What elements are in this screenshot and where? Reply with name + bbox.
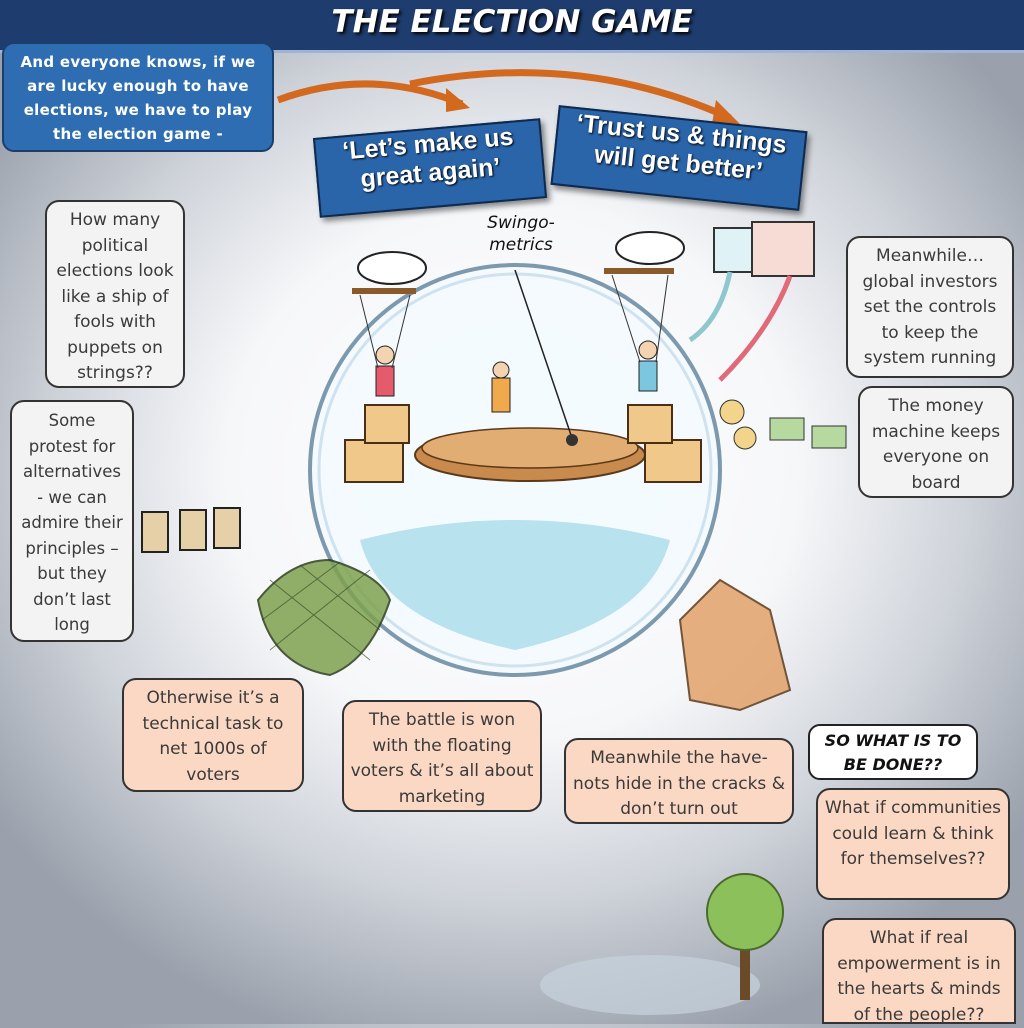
arrow-head-left: [446, 88, 470, 112]
bubble-money-machine: The money machine keeps everyone on boar…: [858, 386, 1014, 498]
right-puppet: [638, 340, 658, 360]
arrow-head-right: [712, 100, 740, 124]
left-puppet: [375, 345, 395, 365]
money-pile: [719, 399, 847, 450]
left-box-stack: [344, 439, 404, 483]
page-title: THE ELECTION GAME: [331, 4, 693, 40]
arrow-to-left-banner: [276, 80, 464, 108]
bubble-communities: What if communities could learn & think …: [816, 788, 1010, 900]
bubble-technical-task: Otherwise it’s a technical task to net 1…: [122, 678, 304, 792]
protesters: [141, 507, 241, 553]
community-crowd: [540, 955, 760, 1015]
bubble-ship-of-fools: How many political elections look like a…: [45, 200, 185, 388]
what-is-to-be-done-heading: SO WHAT IS TO BE DONE??: [808, 724, 978, 780]
tree-canopy: [706, 873, 784, 951]
left-hand: [357, 251, 427, 285]
voter-net: [256, 558, 392, 677]
intro-box: And everyone knows, if we are lucky enou…: [2, 42, 274, 152]
bubble-have-nots: Meanwhile the have-nots hide in the crac…: [564, 738, 794, 824]
speaker-figure: [491, 377, 511, 413]
bubble-protest: Some protest for alternatives - we can a…: [10, 400, 134, 642]
right-box-stack: [644, 439, 702, 483]
swingometrics-label: Swingo- metrics: [487, 213, 555, 255]
tree-trunk: [740, 930, 750, 1000]
bubble-floating-voters: The battle is won with the floating vote…: [342, 700, 542, 812]
crack-rubble: [678, 578, 792, 712]
arrow-to-right-banner: [409, 69, 732, 122]
swingometer-string: [514, 269, 573, 439]
control-panel: [751, 221, 815, 277]
right-hand: [615, 231, 685, 265]
bubble-investors: Meanwhile… global investors set the cont…: [846, 236, 1014, 378]
bubble-empowerment: What if real empowerment is in the heart…: [822, 918, 1016, 1025]
water: [360, 520, 670, 650]
